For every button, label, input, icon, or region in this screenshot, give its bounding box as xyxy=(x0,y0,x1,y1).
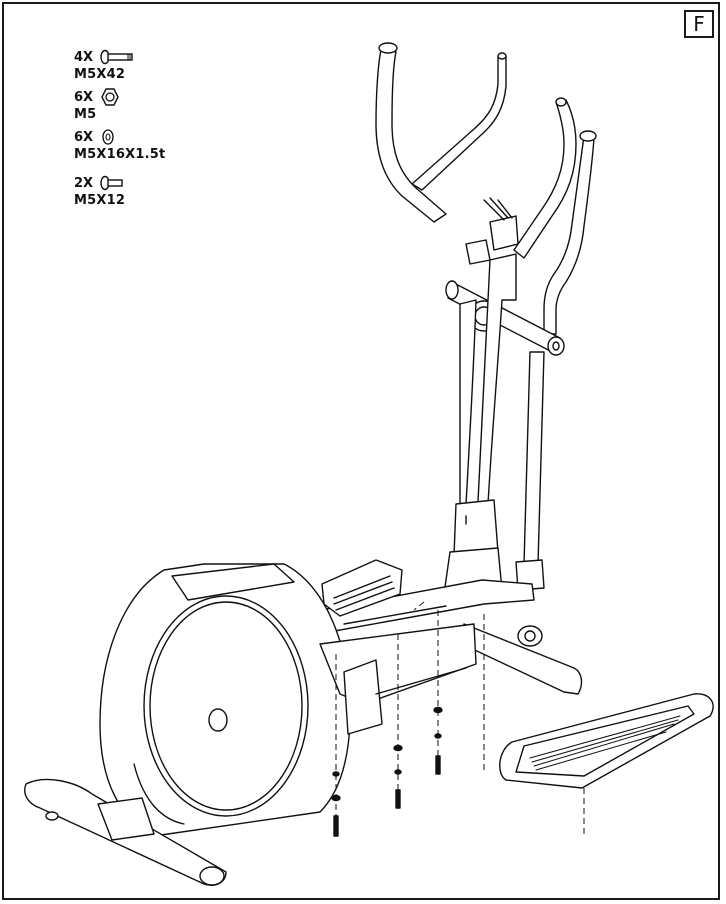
elliptical-trainer-assembly-drawing xyxy=(24,42,714,886)
part-quantity: 4X xyxy=(74,49,94,65)
part-quantity: 6X xyxy=(74,89,94,105)
left-moving-handlebar xyxy=(375,42,507,223)
short-bolt-icon xyxy=(100,175,123,191)
part-quantity: 2X xyxy=(74,175,94,191)
part-spec: M5X16X1.5t xyxy=(74,147,166,162)
part-item: 4X M5X42 xyxy=(74,48,244,84)
part-spec: M5 xyxy=(74,107,97,122)
part-item: 6X M5 xyxy=(74,88,244,124)
part-item: 6X M5X16X1.5t xyxy=(74,128,244,164)
front-stabilizer xyxy=(24,778,227,886)
right-moving-handlebar xyxy=(513,97,597,335)
washer-icon xyxy=(102,129,114,145)
right-pedal-exploded xyxy=(499,693,714,789)
assembly-guide-lines xyxy=(335,601,585,836)
console-mount xyxy=(465,197,519,265)
rear-stabilizer xyxy=(461,623,583,695)
right-lower-arm xyxy=(515,351,545,591)
part-spec: M5X42 xyxy=(74,67,126,82)
part-spec: M5X12 xyxy=(74,193,126,208)
step-label: F xyxy=(684,10,714,38)
part-item: 2X M5X12 xyxy=(74,174,244,210)
nut-icon xyxy=(101,88,119,106)
long-bolt-icon xyxy=(100,49,133,65)
hardware-parts-list: 4X M5X42 6X M5 6X xyxy=(74,48,244,214)
part-quantity: 6X xyxy=(74,129,94,145)
flywheel-housing xyxy=(99,563,351,837)
